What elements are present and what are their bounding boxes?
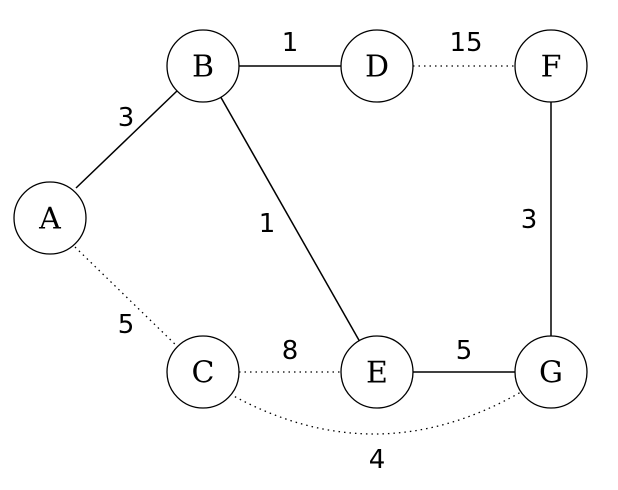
node-g: G xyxy=(514,335,588,409)
node-a: A xyxy=(13,181,87,255)
node-b-label: B xyxy=(192,50,214,85)
weight-a-c: 5 xyxy=(118,310,135,340)
node-f: F xyxy=(514,29,588,103)
node-a-circle xyxy=(13,181,87,255)
edge-b-e xyxy=(218,93,361,343)
weight-f-g: 3 xyxy=(521,205,538,235)
weight-d-f: 15 xyxy=(449,28,482,58)
weight-a-b: 3 xyxy=(118,103,135,133)
weight-b-e: 1 xyxy=(259,209,276,239)
edge-weights: 3 1 15 1 3 5 8 5 4 xyxy=(118,28,538,475)
node-d-circle xyxy=(340,29,414,103)
node-c-circle xyxy=(166,335,240,409)
weight-c-g: 4 xyxy=(369,445,386,475)
weight-c-e: 8 xyxy=(282,336,299,366)
node-e-label: E xyxy=(366,356,388,391)
node-e: E xyxy=(340,335,414,409)
node-g-label: G xyxy=(539,356,563,391)
node-c: C xyxy=(166,335,240,409)
weight-b-d: 1 xyxy=(282,28,299,58)
node-b: B xyxy=(166,29,240,103)
edges xyxy=(74,65,552,435)
node-a-label: A xyxy=(38,202,61,237)
node-d: D xyxy=(340,29,414,103)
node-g-circle xyxy=(514,335,588,409)
node-f-label: F xyxy=(541,50,562,85)
edge-a-b xyxy=(75,89,179,189)
node-e-circle xyxy=(340,335,414,409)
node-c-label: C xyxy=(192,356,215,391)
nodes: A B C D E F G xyxy=(13,29,588,409)
weight-e-g: 5 xyxy=(456,336,473,366)
node-b-circle xyxy=(166,29,240,103)
node-d-label: D xyxy=(365,50,389,85)
node-f-circle xyxy=(514,29,588,103)
